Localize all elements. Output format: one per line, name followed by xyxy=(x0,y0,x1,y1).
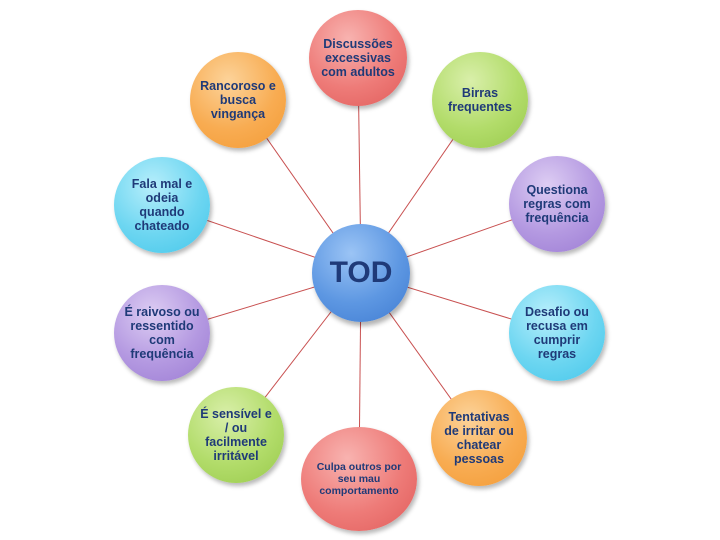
node-desafio: Desafio ou recusa em cumprir regras xyxy=(509,285,605,381)
node-label: É raivoso ou ressentido com frequência xyxy=(124,305,200,361)
node-birras: Birras frequentes xyxy=(432,52,528,148)
node-sensivel: É sensível e / ou facilmente irritável xyxy=(188,387,284,483)
node-rancoroso: Rancoroso e busca vingança xyxy=(190,52,286,148)
node-label: Rancoroso e busca vingança xyxy=(200,79,276,121)
node-label: Birras frequentes xyxy=(448,86,512,114)
center-node-tod: TOD xyxy=(312,224,410,322)
node-label: Desafio ou recusa em cumprir regras xyxy=(525,305,589,361)
node-label: Questiona regras com frequência xyxy=(523,183,591,225)
node-raivoso: É raivoso ou ressentido com frequência xyxy=(114,285,210,381)
node-label: Fala mal e odeia quando chateado xyxy=(131,177,193,233)
node-label: É sensível e / ou facilmente irritável xyxy=(200,407,272,463)
node-label: Discussões excessivas com adultos xyxy=(321,37,395,79)
node-label: Culpa outros por seu mau comportamento xyxy=(316,461,402,497)
node-tentativas: Tentativas de irritar ou chatear pessoas xyxy=(431,390,527,486)
node-discussoes: Discussões excessivas com adultos xyxy=(309,10,407,106)
center-label: TOD xyxy=(329,256,393,289)
node-fala-mal: Fala mal e odeia quando chateado xyxy=(114,157,210,253)
node-questiona: Questiona regras com frequência xyxy=(509,156,605,252)
node-culpa: Culpa outros por seu mau comportamento xyxy=(301,427,417,531)
node-label: Tentativas de irritar ou chatear pessoas xyxy=(444,410,514,466)
